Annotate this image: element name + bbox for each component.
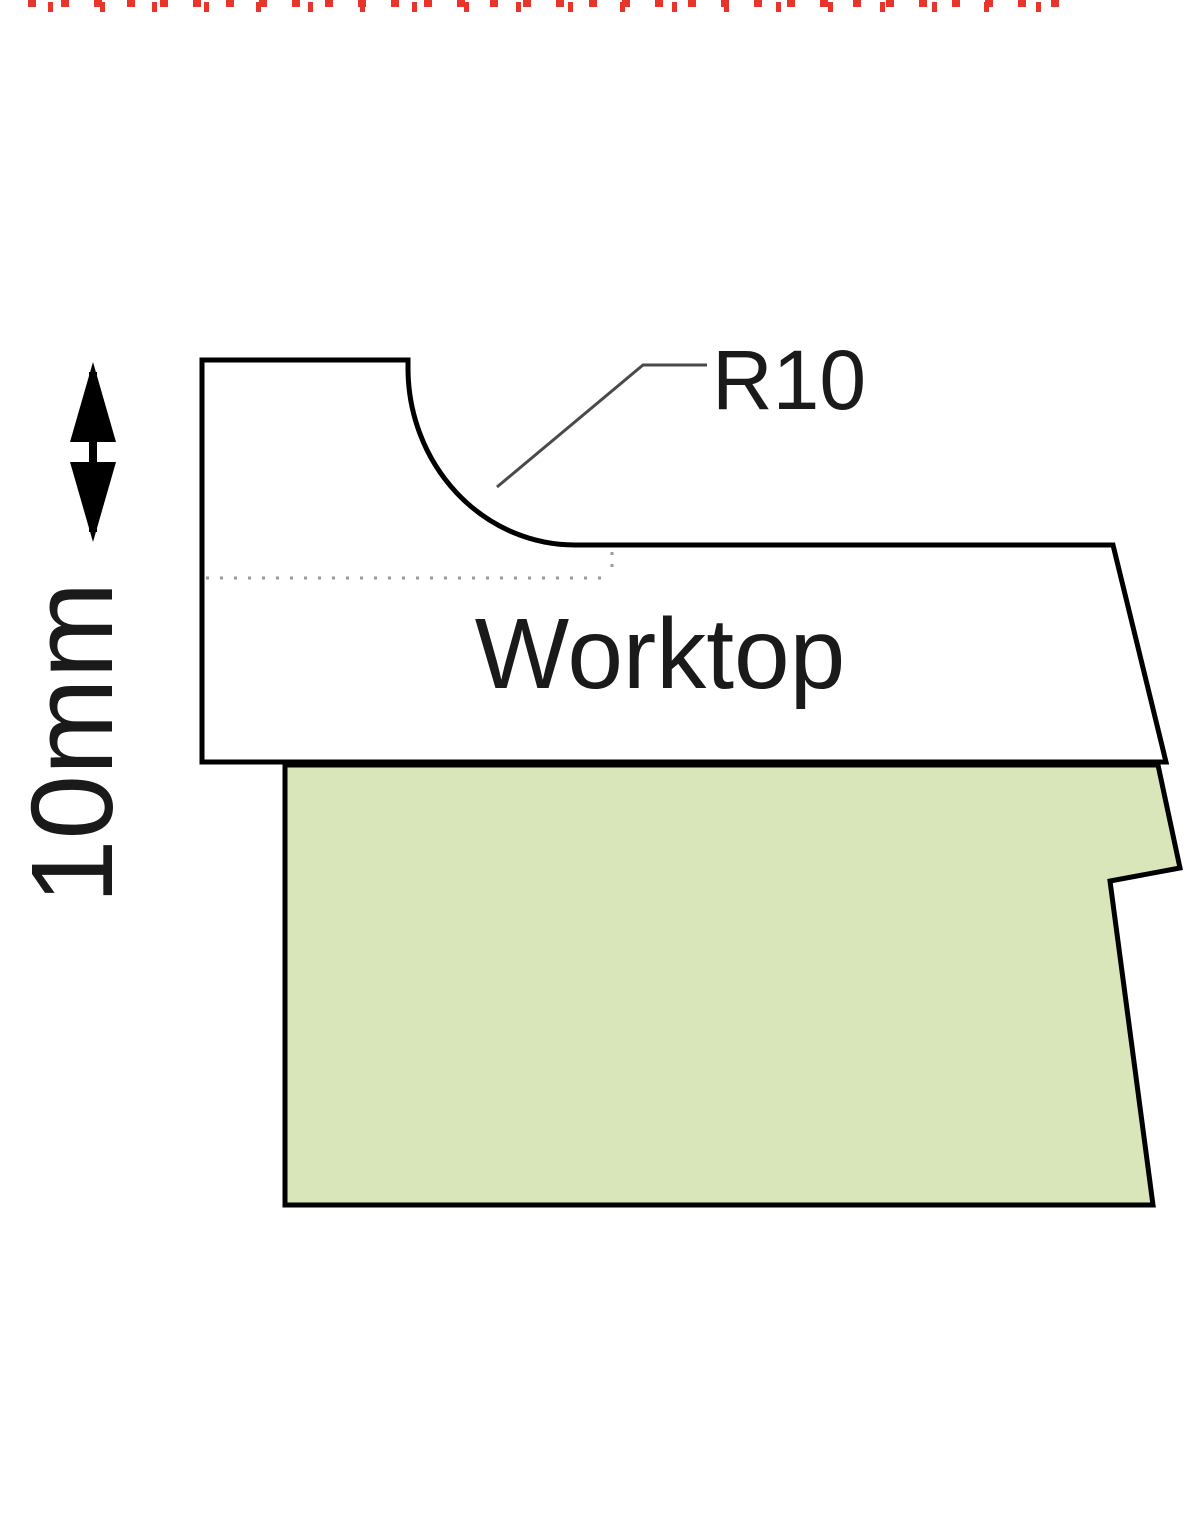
radius-label: R10 — [712, 333, 867, 427]
cropped-red-text-artifact — [28, 0, 1066, 12]
dimension-arrow-head-up — [70, 362, 116, 442]
radius-leader-line — [496, 363, 707, 489]
worktop-profile-outline — [199, 357, 1170, 765]
dimension-label: 10mm — [7, 581, 137, 904]
part-label: Worktop — [474, 598, 846, 710]
dimension-arrow-head-down — [70, 462, 116, 542]
vertical-dimension-arrow — [70, 362, 116, 542]
substrate-board — [282, 762, 1183, 1208]
